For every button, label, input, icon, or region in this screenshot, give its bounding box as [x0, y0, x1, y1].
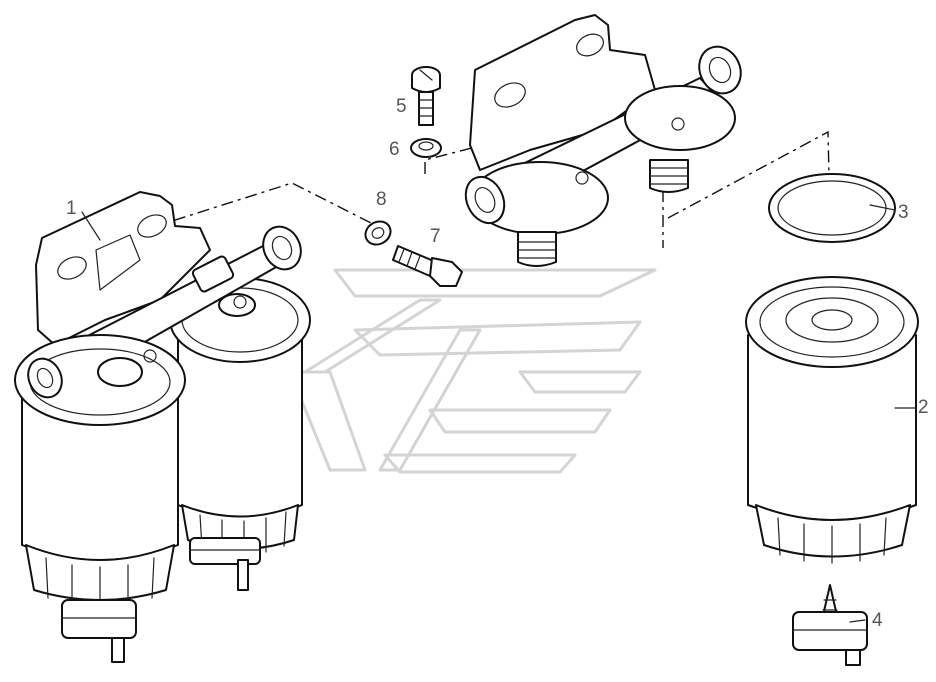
callout-leaders — [81, 204, 916, 623]
callout-1: 1 — [66, 198, 77, 219]
filter-front-left — [14, 334, 186, 663]
bolt-7 — [392, 245, 463, 287]
drain-plug-4 — [792, 584, 868, 666]
callout-5: 5 — [396, 96, 407, 117]
callout-7: 7 — [430, 226, 441, 247]
callout-2: 2 — [918, 397, 929, 418]
filter-rear-left — [169, 277, 311, 591]
callout-4: 4 — [872, 610, 883, 631]
callout-3: 3 — [898, 202, 909, 223]
bolt-5 — [411, 66, 441, 126]
washer-8 — [364, 220, 392, 246]
filter-head-assembly — [464, 14, 742, 267]
washer-6 — [410, 138, 442, 158]
watermark-logo — [288, 268, 657, 474]
callout-8: 8 — [376, 189, 387, 210]
assembly-lines — [149, 91, 831, 248]
callout-6: 6 — [389, 139, 400, 160]
filter-cartridge-2 — [745, 276, 919, 564]
o-ring-3 — [768, 173, 896, 243]
